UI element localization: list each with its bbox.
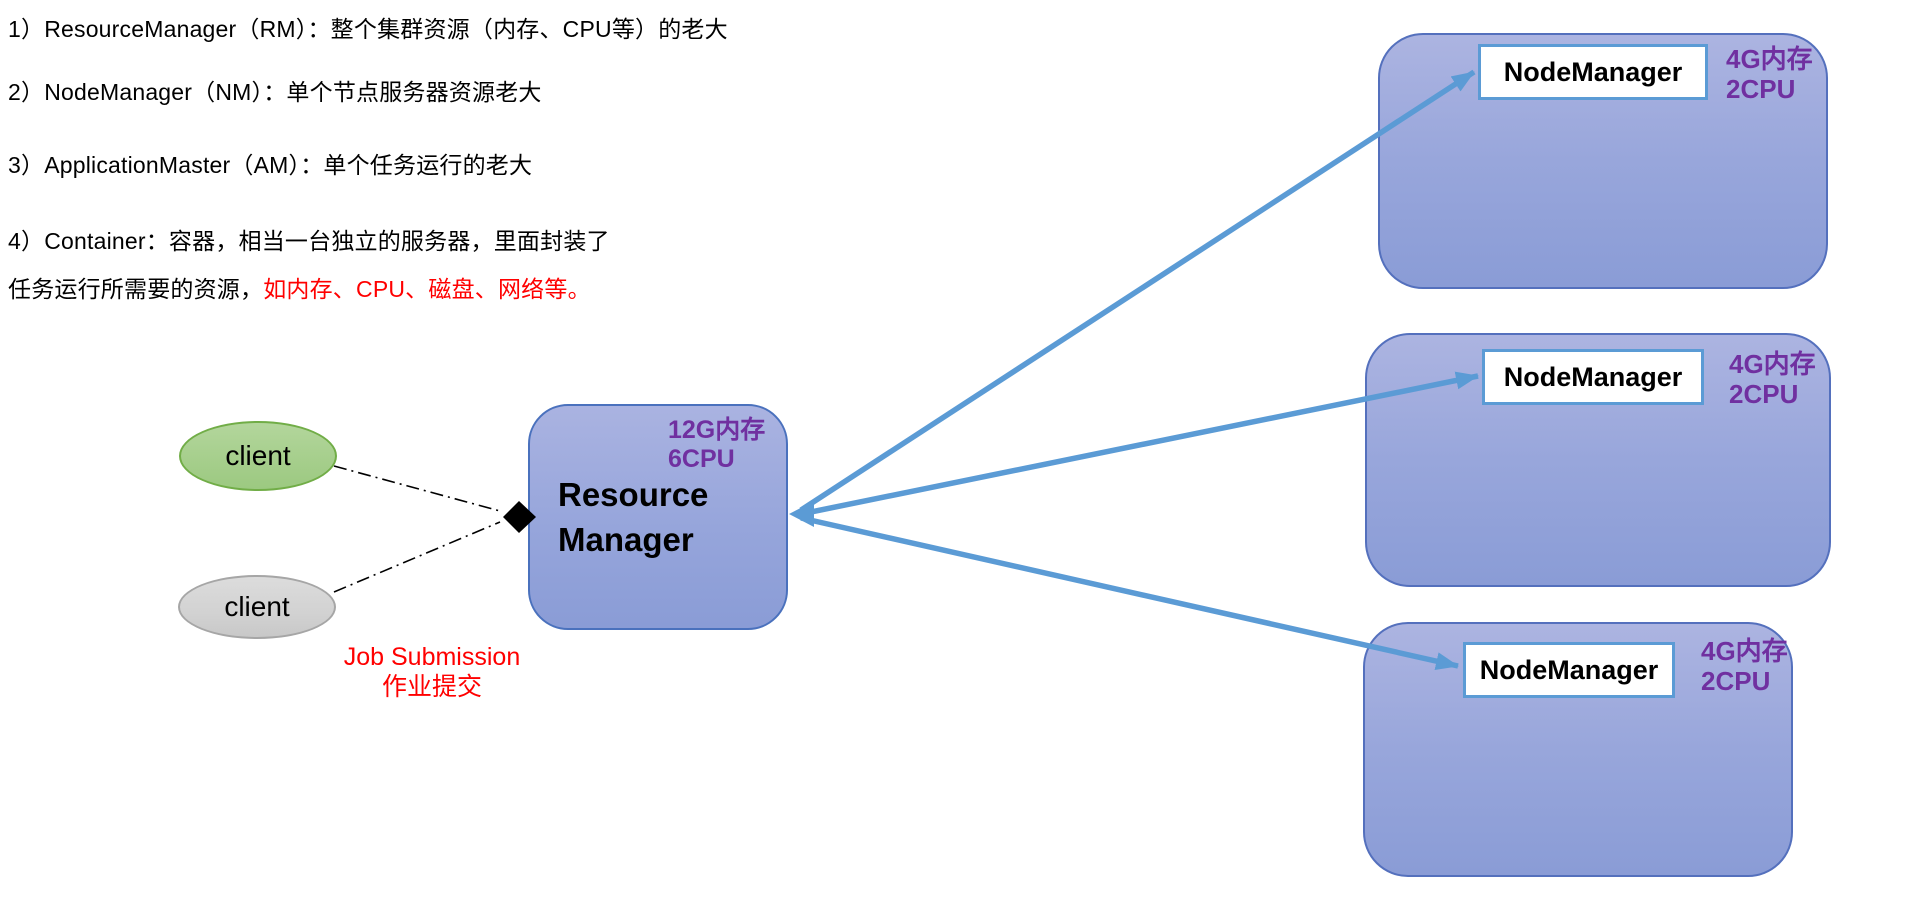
note-application-master: 3）ApplicationMaster（AM）：单个任务运行的老大 [8, 146, 532, 180]
note-red-text: 如内存、CPU、磁盘、网络等。 [263, 276, 591, 302]
note-black-text: 任务运行所需要的资源， [8, 276, 264, 302]
rm-spec-cpu: 6CPU [668, 445, 735, 473]
client-label: client [224, 591, 290, 622]
note-black-text: 1）ResourceManager（RM）：整个集群资源（内存、CPU等）的老大 [8, 16, 728, 42]
client2-to-rm-dashline [333, 521, 501, 593]
node-manager-label: NodeManager [1482, 349, 1704, 405]
client-node-gray: client [178, 575, 336, 639]
node-manager-specs: 4G内存 2CPU [1729, 349, 1816, 409]
client1-to-rm-dashline [333, 465, 501, 512]
resource-manager-specs: 12G内存 6CPU [668, 416, 765, 474]
node-manager-box-2: NodeManager 4G内存 2CPU [1365, 333, 1831, 587]
nm-spec-cpu: 2CPU [1726, 74, 1796, 104]
arrow-rm-to-nm-3 [800, 515, 1459, 670]
arrowhead-into-rm-icon [789, 501, 814, 527]
rm-title-line2: Manager [558, 521, 694, 558]
node-manager-specs: 4G内存 2CPU [1726, 44, 1813, 104]
nm-spec-cpu: 2CPU [1701, 666, 1771, 696]
note-black-text: 3）ApplicationMaster（AM）：单个任务运行的老大 [8, 152, 533, 178]
note-resource-manager: 1）ResourceManager（RM）：整个集群资源（内存、CPU等）的老大 [8, 10, 728, 44]
note-black-text: 4）Container：容器，相当一台独立的服务器，里面封装了 [8, 228, 610, 254]
rm-spec-memory: 12G内存 [668, 416, 766, 444]
note-container-wrap: 任务运行所需要的资源，如内存、CPU、磁盘、网络等。 [8, 270, 591, 304]
node-manager-box-3: NodeManager 4G内存 2CPU [1363, 622, 1793, 877]
node-manager-label: NodeManager [1463, 642, 1675, 698]
node-manager-specs: 4G内存 2CPU [1701, 636, 1788, 696]
note-node-manager: 2）NodeManager（NM）：单个节点服务器资源老大 [8, 73, 542, 107]
job-submission-line2: 作业提交 [381, 673, 482, 701]
resource-manager-box: 12G内存 6CPU Resource Manager [528, 404, 788, 630]
node-manager-box-1: NodeManager 4G内存 2CPU [1378, 33, 1828, 289]
rm-title-line1: Resource [558, 476, 709, 513]
note-container: 4）Container：容器，相当一台独立的服务器，里面封装了 [8, 222, 610, 256]
client-node-green: client [179, 421, 337, 491]
resource-manager-title: Resource Manager [558, 472, 708, 562]
job-submission-label: Job Submission 作业提交 [297, 642, 567, 702]
nm-spec-memory: 4G内存 [1726, 44, 1813, 74]
job-submission-line1: Job Submission [343, 643, 521, 671]
nm-spec-cpu: 2CPU [1729, 379, 1799, 409]
client-label: client [225, 440, 291, 471]
nm-spec-memory: 4G内存 [1729, 349, 1816, 379]
note-black-text: 2）NodeManager（NM）：单个节点服务器资源老大 [8, 79, 542, 105]
node-manager-label: NodeManager [1478, 44, 1708, 100]
nm-spec-memory: 4G内存 [1701, 636, 1788, 666]
